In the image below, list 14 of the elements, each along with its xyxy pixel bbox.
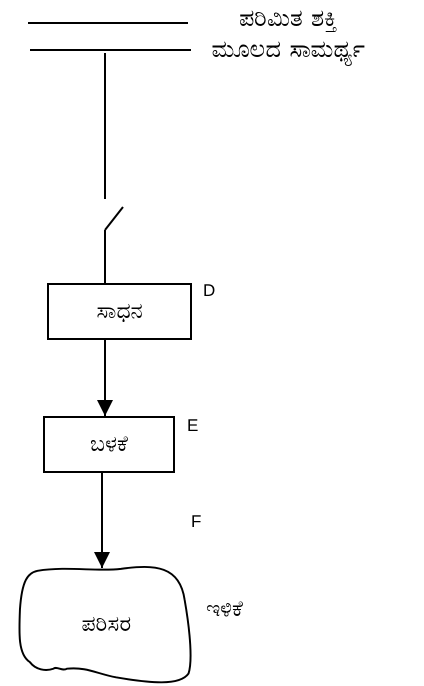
node-caption: ಪರಿಮಿತ ಶಕ್ತಿ ಮೂಲದ ಸಾಮರ್ಥ್ಯ [208,3,368,66]
arrow [97,340,113,416]
node-caption: ಇಳಿಕೆ [206,596,244,624]
process-box [47,283,192,340]
node-text: ಸಾಧನ [96,299,142,324]
wire [104,230,106,283]
node-caption: E [187,415,200,437]
node-caption: D [203,280,216,302]
point-label: F [191,511,202,533]
arrow [94,473,110,568]
node-text: ಪರಿಸರ [82,612,132,636]
wire [104,53,106,199]
process-box [43,416,175,473]
node-text: ಬಳಕೆ [90,432,128,457]
